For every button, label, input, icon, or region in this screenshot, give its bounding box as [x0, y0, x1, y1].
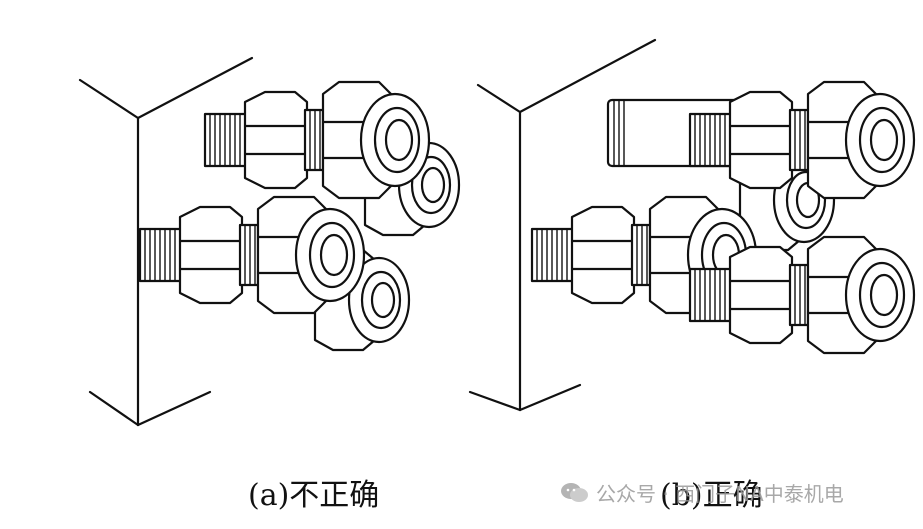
- caption-incorrect: (a)不正确: [248, 478, 380, 513]
- bulkhead-plate-b: [468, 38, 657, 412]
- bulkhead-plate-a: [78, 56, 254, 427]
- panel-b: [468, 38, 916, 412]
- watermark: 公众号 · 西门子NA中泰机电: [560, 478, 844, 507]
- wechat-icon: [561, 482, 588, 502]
- watermark-text: 公众号 · 西门子NA中泰机电: [596, 482, 844, 506]
- panel-a: [78, 56, 461, 427]
- front-fitting-upper-a: [203, 80, 431, 200]
- caption-correct: (b)正确: [660, 478, 763, 513]
- front-fitting-lower-a: [138, 195, 366, 315]
